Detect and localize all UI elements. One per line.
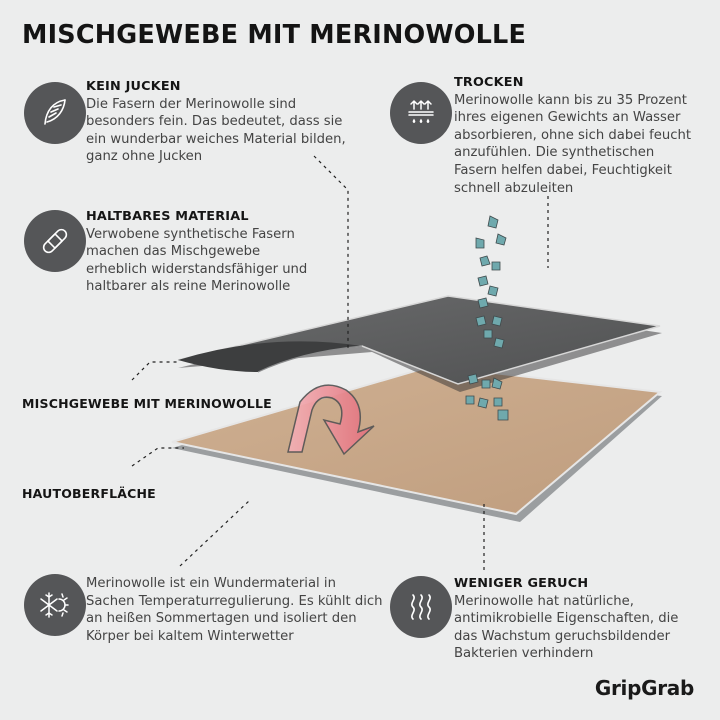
feature-heading: TROCKEN — [454, 75, 524, 90]
feature-heading: KEIN JUCKEN — [86, 79, 181, 94]
feature-heading: WENIGER GERUCH — [454, 576, 589, 591]
feature-line: an heißen Sommertagen und isoliert den — [86, 611, 357, 627]
feature-line: antimikrobielle Eigenschaften, die — [454, 611, 679, 627]
odor-waves-icon — [390, 576, 452, 638]
feature-line: Verwobene synthetische Fasern — [86, 226, 295, 242]
feature-temperatur: Merinowolle ist ein Wundermaterial in Sa… — [86, 575, 396, 645]
feature-line: Merinowolle kann bis zu 35 Prozent — [454, 92, 687, 108]
skin-layer — [171, 364, 663, 522]
feature-line: ihres eigenen Gewichts an Wasser — [454, 110, 681, 126]
feature-heading: HALTBARES MATERIAL — [86, 209, 249, 224]
feature-line: schnell abzuleiten — [454, 180, 574, 196]
brand-logo: GripGrab — [594, 676, 694, 700]
skin-label: HAUTOBERFLÄCHE — [22, 486, 156, 501]
feature-line: das Wachstum geruchsbildender — [454, 628, 671, 644]
feature-line: Die Fasern der Merinowolle sind — [86, 96, 297, 112]
page-title: MISCHGEWEBE MIT MERINOWOLLE — [22, 20, 527, 50]
moisture-wicking-icon — [390, 82, 452, 144]
fabric-layer — [177, 295, 662, 392]
feature-line: Merinowolle ist ein Wundermaterial in — [86, 576, 336, 591]
heat-arrow — [287, 384, 375, 456]
feature-line: absorbieren, ohne sich dabei feucht — [454, 127, 692, 143]
bandage-icon — [24, 210, 86, 272]
feather-icon — [24, 82, 86, 144]
feature-line: Sachen Temperaturregulierung. Es kühlt d… — [86, 593, 383, 609]
feature-line: anzufühlen. Die synthetischen — [454, 145, 655, 161]
feature-geruch: WENIGER GERUCH Merinowolle hat natürlich… — [454, 575, 716, 663]
feature-line: Fasern helfen dabei, Feuchtigkeit — [454, 162, 672, 178]
feature-line: machen das Mischgewebe — [86, 244, 261, 260]
feature-line: Merinowolle hat natürliche, — [454, 593, 634, 609]
feature-line: ein wunderbar weiches Material bilden, — [86, 131, 346, 147]
leader-lines — [131, 155, 549, 570]
feature-line: besonders fein. Das bedeutet, dass sie — [86, 114, 343, 130]
feature-line: Bakterien verhindern — [454, 646, 594, 662]
temperature-icon — [24, 574, 86, 636]
moisture-droplets — [465, 215, 509, 421]
feature-line: haltbarer als reine Merinowolle — [86, 279, 291, 295]
feature-trocken: TROCKEN Merinowolle kann bis zu 35 Proze… — [454, 74, 716, 197]
feature-haltbar: HALTBARES MATERIAL Verwobene synthetisch… — [86, 208, 376, 296]
feature-line: erheblich widerstandsfähiger und — [86, 261, 308, 277]
feature-line: Körper bei kaltem Winterwetter — [86, 628, 294, 644]
feature-line: ganz ohne Jucken — [86, 149, 203, 165]
feature-kein-jucken: KEIN JUCKEN Die Fasern der Merinowolle s… — [86, 78, 376, 166]
fabric-label: MISCHGEWEBE MIT MERINOWOLLE — [22, 396, 272, 411]
